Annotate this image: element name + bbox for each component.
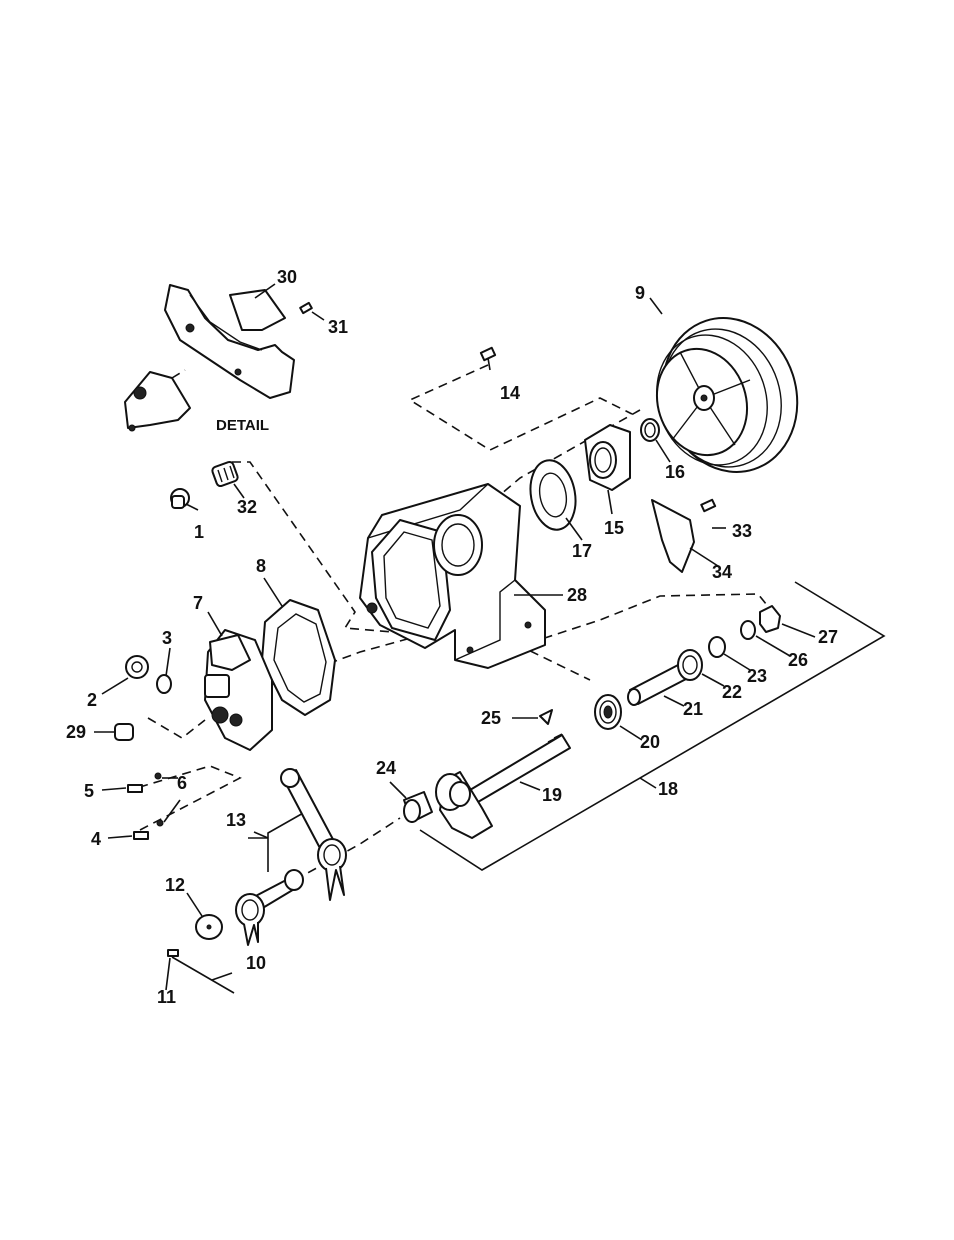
part-20-bearing [595,695,621,729]
callout-27: 27 [818,627,838,647]
callout-34: 34 [712,562,732,582]
part-15-bearing-cap [585,425,630,490]
callout-2: 2 [87,690,97,710]
part-2-knob [126,656,148,678]
part-1-plug [171,489,189,508]
callout-29: 29 [66,722,86,742]
part-29-plug [115,724,133,740]
part-26-washer [741,621,755,639]
part-3-o-ring [157,675,171,693]
callout-5: 5 [84,781,94,801]
callout-33: 33 [732,521,752,541]
callout-13: 13 [226,810,246,830]
part-24-bushing [404,792,432,822]
detail-inset: DETAIL [125,285,294,434]
callout-7: 7 [193,593,203,613]
part-28-crankcase [360,484,545,668]
callout-20: 20 [640,732,660,752]
part-17-gasket [525,457,580,534]
callout-1: 1 [194,522,204,542]
callout-23: 23 [747,666,767,686]
callout-30: 30 [277,267,297,287]
callout-15: 15 [604,518,624,538]
detail-end-piece [125,372,190,428]
part-11-screw [168,950,178,956]
part-13-connecting-rods [236,769,346,945]
callout-18: 18 [658,779,678,799]
bracket-13 [268,812,305,872]
callout-24: 24 [376,758,396,778]
part-12-end-cap [196,915,222,939]
callout-8: 8 [256,556,266,576]
callout-10: 10 [246,953,266,973]
callout-11: 11 [157,987,176,1007]
callout-6: 6 [177,773,187,793]
callout-9: 9 [635,283,645,303]
part-16-seal [641,419,659,441]
part-34-bracket [652,500,694,572]
part-32-fitting [211,461,239,487]
part-23-washer [709,637,725,657]
callout-12: 12 [165,875,185,895]
callout-3: 3 [162,628,172,648]
callout-32: 32 [237,497,257,517]
callout-17: 17 [572,541,592,561]
callout-22: 22 [722,682,742,702]
group-brackets [254,582,884,872]
callout-21: 21 [683,699,703,719]
callout-25: 25 [481,708,501,728]
callout-28: 28 [567,585,587,605]
callout-19: 19 [542,785,562,805]
callout-16: 16 [665,462,685,482]
callout-26: 26 [788,650,808,670]
detail-label: DETAIL [216,417,269,434]
callout-4: 4 [91,829,101,849]
callout-14: 14 [500,383,520,403]
part-25-key [540,710,552,724]
assembly-line-29 [148,718,205,738]
part-27-nut [760,606,780,632]
part-33-screw [701,500,715,511]
callout-31: 31 [328,317,348,337]
assembly-line-27 [520,594,775,680]
part-22-bearing [678,650,702,680]
part-31-screw [300,303,324,320]
